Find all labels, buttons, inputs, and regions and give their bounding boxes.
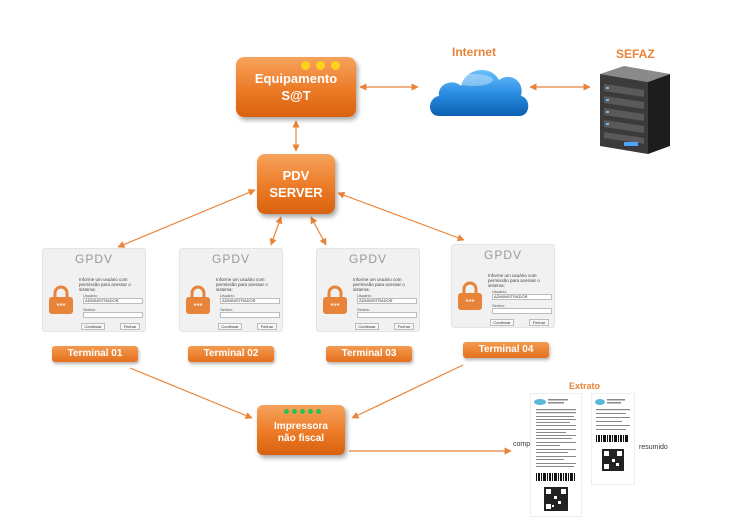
close-button[interactable]: Fechar xyxy=(394,323,414,330)
gpdv-logo: GPDV xyxy=(483,248,522,262)
password-label: Senha: xyxy=(220,307,233,312)
lock-code: *** xyxy=(193,302,202,311)
user-label: Usuário: xyxy=(220,293,235,298)
lock-icon: *** xyxy=(186,285,210,314)
cloud-icon xyxy=(430,69,529,116)
completo-label: completo xyxy=(513,441,542,448)
continue-button[interactable]: Continuar xyxy=(81,323,105,330)
continue-button[interactable]: Continuar xyxy=(355,323,379,330)
printer-indicator-light xyxy=(292,409,297,414)
login-message: Informe um usuário com permissão para ac… xyxy=(353,277,405,292)
sat-label-line2: S@T xyxy=(281,88,311,103)
login-panel-terminal-3: GPDV Informe um usuário com permissão pa… xyxy=(316,248,420,332)
arrow-pdv-terminal-4 xyxy=(337,191,465,242)
lock-code: *** xyxy=(56,302,65,311)
terminal-3-label: Terminal 03 xyxy=(326,346,412,362)
lock-icon: *** xyxy=(49,285,73,314)
receipt-summary-image xyxy=(591,393,635,485)
pdv-label-line1: PDV xyxy=(282,168,310,183)
printer-indicator-light xyxy=(308,409,313,414)
gpdv-logo: GPDV xyxy=(348,252,387,266)
user-select[interactable]: ADMINISTRADOR xyxy=(357,298,417,304)
close-button[interactable]: Fechar xyxy=(257,323,277,330)
receipt-complete-image xyxy=(530,393,582,517)
password-label: Senha: xyxy=(83,307,96,312)
pdv-server-box: PDV SERVER xyxy=(257,154,335,214)
user-select[interactable]: ADMINISTRADOR xyxy=(83,298,143,304)
gpdv-logo: GPDV xyxy=(211,252,250,266)
password-field[interactable] xyxy=(220,312,280,318)
close-button[interactable]: Fechar xyxy=(120,323,140,330)
password-label: Senha: xyxy=(357,307,370,312)
user-select[interactable]: ADMINISTRADOR xyxy=(220,298,280,304)
printer-label-line2: não fiscal xyxy=(277,433,325,444)
lock-code: *** xyxy=(330,302,339,311)
password-field[interactable] xyxy=(357,312,417,318)
sat-indicator-light xyxy=(331,61,340,70)
continue-button[interactable]: Continuar xyxy=(490,319,514,326)
login-panel-terminal-4: GPDV Informe um usuário com permissão pa… xyxy=(451,244,555,328)
resumido-label: resumido xyxy=(639,444,668,451)
pdv-label-line2: SERVER xyxy=(269,185,323,200)
internet-label: Internet xyxy=(452,45,497,59)
terminal-4-label: Terminal 04 xyxy=(463,342,549,358)
login-panel-terminal-1: GPDV Informe um usuário com permissão pa… xyxy=(42,248,146,332)
arrow-terminals-printer-left xyxy=(129,367,253,419)
terminal-2-label: Terminal 02 xyxy=(188,346,274,362)
password-field[interactable] xyxy=(83,312,143,318)
arrow-pdv-terminal-1 xyxy=(117,189,256,248)
sefaz-label: SEFAZ xyxy=(616,47,655,61)
login-message: Informe um usuário com permissão para ac… xyxy=(216,277,268,292)
extrato-label: Extrato xyxy=(569,381,601,391)
arrow-terminals-printer-right xyxy=(351,364,464,419)
sat-indicator-light xyxy=(316,61,325,70)
sat-label-line1: Equipamento xyxy=(254,71,338,86)
user-select[interactable]: ADMINISTRADOR xyxy=(492,294,552,300)
arrow-pdv-terminal-3 xyxy=(310,216,327,246)
printer-indicator-light xyxy=(316,409,321,414)
printer-label-line1: Impressora xyxy=(274,421,328,432)
password-label: Senha: xyxy=(492,303,505,308)
printer-indicator-light xyxy=(300,409,305,414)
printer-indicator-light xyxy=(284,409,289,414)
user-label: Usuário: xyxy=(83,293,98,298)
lock-icon: *** xyxy=(458,281,482,310)
login-panel-terminal-2: GPDV Informe um usuário com permissão pa… xyxy=(179,248,283,332)
user-label: Usuário: xyxy=(492,289,507,294)
sat-indicator-light xyxy=(301,61,310,70)
arrow-pdv-terminal-2 xyxy=(269,216,283,246)
password-field[interactable] xyxy=(492,308,552,314)
login-message: Informe um usuário com permissão para ac… xyxy=(79,277,131,292)
login-message: Informe um usuário com permissão para ac… xyxy=(488,273,540,288)
gpdv-logo: GPDV xyxy=(74,252,113,266)
close-button[interactable]: Fechar xyxy=(529,319,549,326)
lock-code: *** xyxy=(465,298,474,307)
lock-icon: *** xyxy=(323,285,347,314)
server-icon xyxy=(600,66,670,154)
continue-button[interactable]: Continuar xyxy=(218,323,242,330)
terminal-1-label: Terminal 01 xyxy=(52,346,138,362)
user-label: Usuário: xyxy=(357,293,372,298)
